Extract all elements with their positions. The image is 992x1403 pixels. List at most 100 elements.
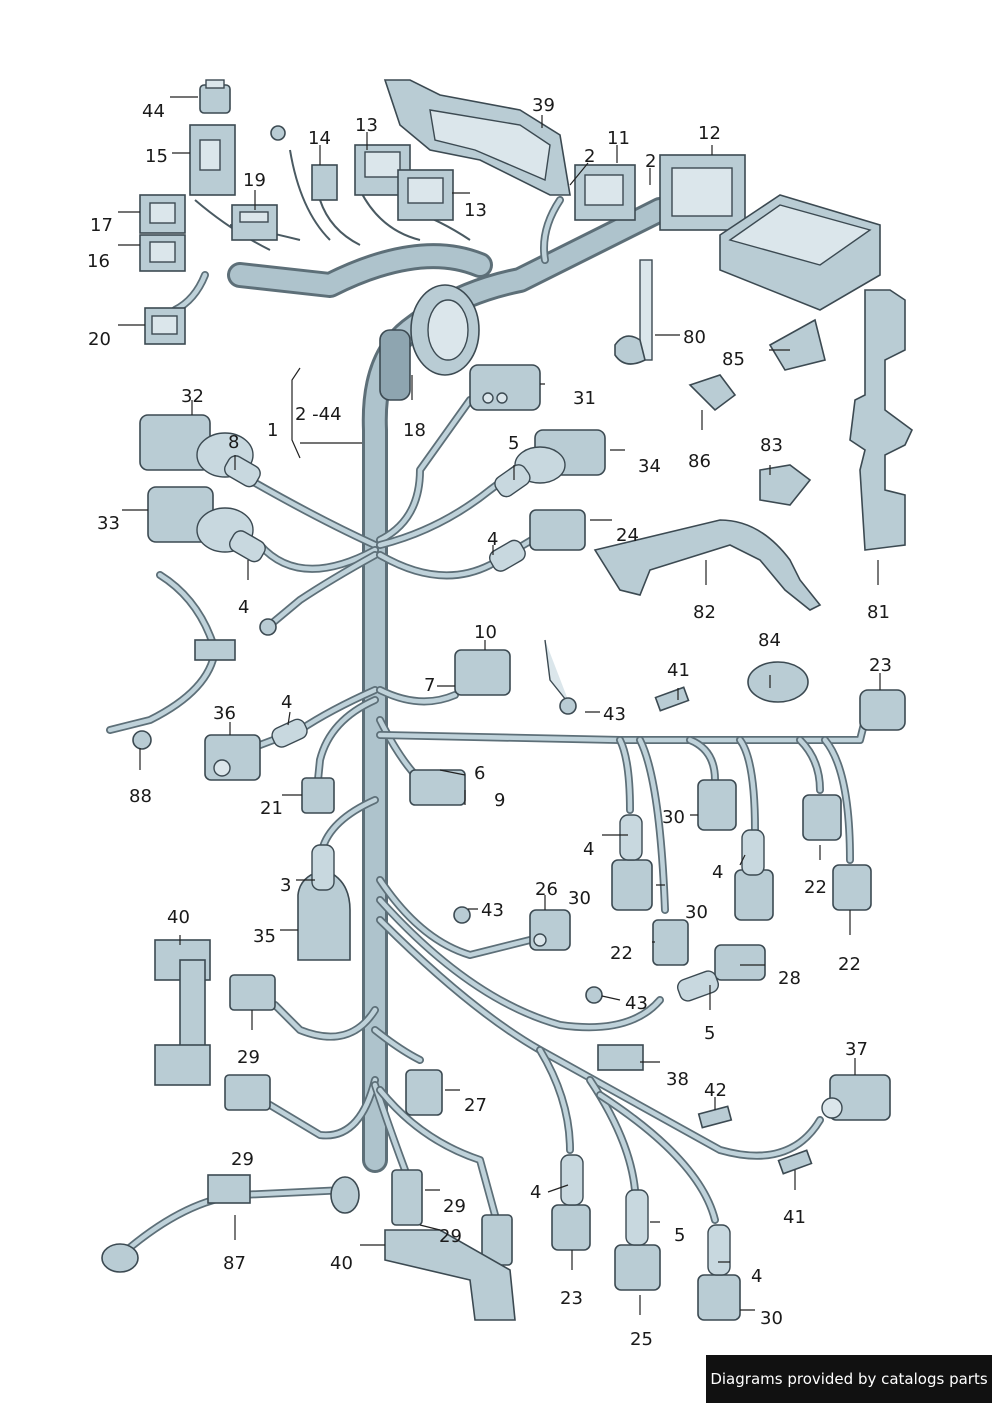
label-43-lower: 43 — [625, 993, 648, 1014]
ring-terminal-top — [270, 125, 286, 141]
connector-29-c — [391, 1169, 423, 1226]
label-18: 18 — [403, 420, 426, 441]
label-4-middle-left: 4 — [281, 692, 292, 713]
clip-41-upper — [654, 686, 690, 712]
control-module-block — [719, 194, 881, 311]
label-4-upper-left: 4 — [238, 597, 249, 618]
label-33: 33 — [97, 513, 120, 534]
label-5-middle: 5 — [704, 1023, 715, 1044]
label-6: 6 — [474, 763, 485, 784]
label-36: 36 — [213, 703, 236, 724]
clip-85 — [768, 318, 826, 371]
connector-37 — [821, 1074, 891, 1121]
label-26: 26 — [535, 879, 558, 900]
connector-11 — [574, 164, 636, 221]
label-30-d: 30 — [760, 1308, 783, 1329]
label-28: 28 — [778, 968, 801, 989]
label-43-upper: 43 — [603, 704, 626, 725]
connector-20 — [144, 307, 186, 345]
fuse-44 — [199, 79, 231, 114]
label-24: 24 — [616, 525, 639, 546]
label-4-lower-left: 4 — [530, 1182, 541, 1203]
label-27: 27 — [464, 1095, 487, 1116]
label-17: 17 — [90, 215, 113, 236]
connector-30-b — [611, 859, 653, 911]
label-8: 8 — [228, 432, 239, 453]
label-4-middle-right: 4 — [583, 839, 594, 860]
label-21: 21 — [260, 798, 283, 819]
clip-43-lower — [585, 986, 603, 1004]
label-35: 35 — [253, 926, 276, 947]
connector-33 — [147, 486, 254, 553]
label-25: 25 — [630, 1329, 653, 1350]
label-43-middle: 43 — [481, 900, 504, 921]
connector-19 — [231, 204, 278, 241]
ground-strap-87 — [101, 1174, 360, 1273]
label-34: 34 — [638, 456, 661, 477]
strap-80 — [614, 259, 653, 365]
label-86: 86 — [688, 451, 711, 472]
connector-23-lower — [551, 1204, 591, 1251]
bracket-40-left — [154, 939, 211, 1086]
label-2-right: 2 — [645, 151, 656, 172]
label-14: 14 — [308, 128, 331, 149]
connector-26 — [529, 909, 571, 951]
label-40-left: 40 — [167, 907, 190, 928]
connector-22-b — [832, 864, 872, 911]
ring-terminal-4 — [259, 618, 277, 636]
connector-21 — [301, 777, 335, 814]
connector-16 — [139, 234, 186, 272]
connector-29-b — [224, 1074, 271, 1111]
label-10: 10 — [474, 622, 497, 643]
connector-25 — [614, 1244, 661, 1291]
label-16: 16 — [87, 251, 110, 272]
grommet-84 — [747, 661, 809, 703]
connector-17 — [139, 194, 186, 234]
label-11: 11 — [607, 128, 630, 149]
label-44: 44 — [142, 101, 165, 122]
label-20: 20 — [88, 329, 111, 350]
label-31: 31 — [573, 388, 596, 409]
connector-30-c — [734, 869, 774, 921]
label-39: 39 — [532, 95, 555, 116]
connector-30-d — [697, 1274, 741, 1321]
connector-6-9 — [409, 769, 466, 806]
connector-30-a — [697, 779, 737, 831]
label-29-a: 29 — [237, 1047, 260, 1068]
label-88: 88 — [129, 786, 152, 807]
label-2-44: 2 -44 — [295, 404, 342, 425]
label-38: 38 — [666, 1069, 689, 1090]
grommet-18 — [379, 284, 480, 401]
connector-36 — [204, 734, 261, 781]
label-13-upper: 13 — [355, 115, 378, 136]
connector-13-lower — [397, 169, 454, 221]
footer-text: Diagrams provided by catalogs parts — [710, 1370, 988, 1388]
label-5-upper: 5 — [508, 433, 519, 454]
clip-42 — [697, 1105, 733, 1129]
label-7: 7 — [424, 675, 435, 696]
fuse-holder-15 — [189, 124, 236, 196]
bracket-81 — [849, 289, 914, 551]
label-37: 37 — [845, 1039, 868, 1060]
label-22-b: 22 — [838, 954, 861, 975]
connector-28 — [714, 944, 766, 981]
label-22-c: 22 — [610, 943, 633, 964]
label-4-upper-right: 4 — [487, 529, 498, 550]
bracket-82 — [593, 519, 822, 611]
label-2-left: 2 — [584, 146, 595, 167]
connector-24 — [529, 509, 586, 551]
label-15: 15 — [145, 146, 168, 167]
connector-10 — [454, 649, 511, 696]
label-3: 3 — [280, 875, 291, 896]
label-81: 81 — [867, 602, 890, 623]
clip-86 — [688, 374, 737, 412]
label-82: 82 — [693, 602, 716, 623]
label-83: 83 — [760, 435, 783, 456]
label-80: 80 — [683, 327, 706, 348]
label-12: 12 — [698, 123, 721, 144]
label-30-a: 30 — [662, 807, 685, 828]
label-85: 85 — [722, 349, 745, 370]
clip-83 — [759, 464, 812, 506]
label-29-c: 29 — [443, 1196, 466, 1217]
